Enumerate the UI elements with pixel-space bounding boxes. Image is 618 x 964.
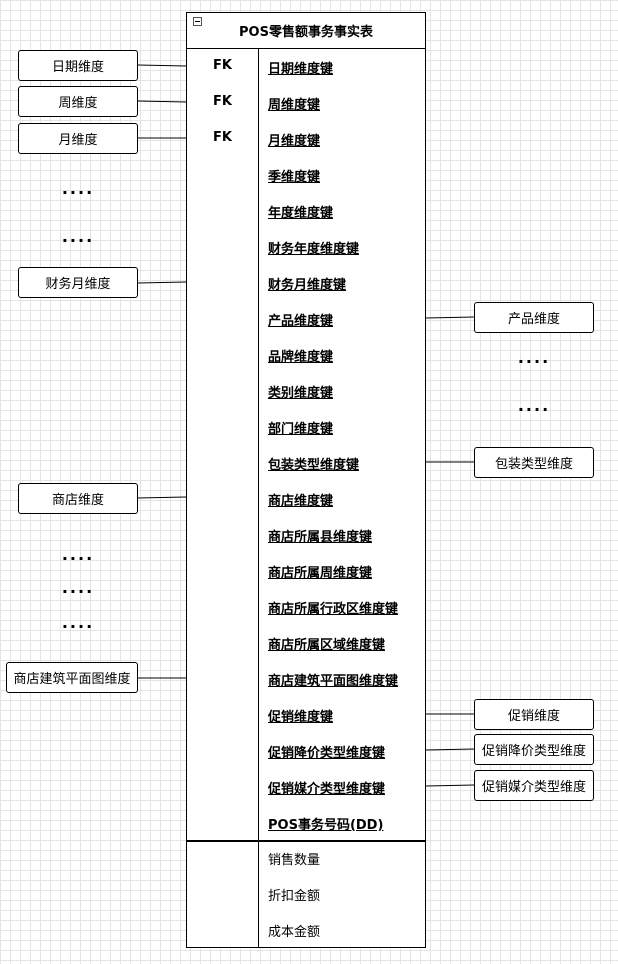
promotion-dimension-box[interactable]: 促销维度 (474, 699, 594, 730)
key-field: 日期维度键 (268, 62, 334, 77)
fiscal-month-dimension-box[interactable]: 财务月维度 (18, 267, 138, 298)
key-field: 促销降价类型维度键 (268, 746, 386, 761)
fk-marker-month: FK (213, 130, 232, 145)
key-field: 财务月维度键 (268, 278, 347, 293)
ellipsis-left-2: ···· (61, 231, 95, 250)
ellipsis-left-3: ···· (61, 549, 95, 568)
key-field: 年度维度键 (268, 206, 334, 221)
ellipsis-right-2: ···· (517, 400, 551, 419)
package-type-dimension-box[interactable]: 包装类型维度 (474, 447, 594, 478)
promo-reduction-dimension-box[interactable]: 促销降价类型维度 (474, 734, 594, 765)
key-field: 商店所属行政区维度键 (268, 602, 399, 617)
ellipsis-left-5: ···· (61, 617, 95, 636)
key-field: POS事务号码(DD) (268, 818, 384, 833)
key-field: 财务年度维度键 (268, 242, 360, 257)
key-field: 品牌维度键 (268, 350, 334, 365)
store-floorplan-dimension-box[interactable]: 商店建筑平面图维度 (6, 662, 138, 693)
fact-table-title: POS零售额事务事实表 (187, 13, 425, 49)
month-dimension-box[interactable]: 月维度 (18, 123, 138, 154)
key-field: 商店维度键 (268, 494, 334, 509)
week-dimension-box[interactable]: 周维度 (18, 86, 138, 117)
key-field: 促销媒介类型维度键 (268, 782, 386, 797)
fk-marker-date: FK (213, 58, 232, 73)
product-dimension-box[interactable]: 产品维度 (474, 302, 594, 333)
store-dimension-box[interactable]: 商店维度 (18, 483, 138, 514)
date-dimension-label: 日期维度 (51, 60, 104, 75)
measure-field: 折扣金额 (268, 889, 321, 904)
month-dimension-label: 月维度 (58, 133, 98, 148)
measure-field: 成本金额 (268, 925, 321, 940)
key-field: 月维度键 (268, 134, 321, 149)
store-floorplan-dimension-label: 商店建筑平面图维度 (13, 672, 131, 687)
key-field: 商店所属区域维度键 (268, 638, 386, 653)
fk-marker-week: FK (213, 94, 232, 109)
key-field: 部门维度键 (268, 422, 334, 437)
key-field: 周维度键 (268, 98, 321, 113)
week-dimension-label: 周维度 (58, 96, 98, 111)
measure-field: 销售数量 (268, 853, 321, 868)
fact-table-entity[interactable]: POS零售额事务事实表 FK FK FK 日期维度键 周维度键 月维度键 季维度… (186, 12, 426, 948)
promotion-dimension-label: 促销维度 (507, 709, 560, 724)
date-dimension-box[interactable]: 日期维度 (18, 50, 138, 81)
promo-reduction-dimension-label: 促销降价类型维度 (481, 744, 586, 759)
promo-media-dimension-box[interactable]: 促销媒介类型维度 (474, 770, 594, 801)
fiscal-month-dimension-label: 财务月维度 (45, 277, 111, 292)
key-field: 包装类型维度键 (268, 458, 360, 473)
key-field: 季维度键 (268, 170, 321, 185)
key-field: 商店所属县维度键 (268, 530, 373, 545)
ellipsis-right-1: ···· (517, 352, 551, 371)
key-field: 商店建筑平面图维度键 (268, 674, 399, 689)
key-field: 促销维度键 (268, 710, 334, 725)
key-field: 类别维度键 (268, 386, 334, 401)
key-field: 产品维度键 (268, 314, 334, 329)
ellipsis-left-1: ···· (61, 183, 95, 202)
package-type-dimension-label: 包装类型维度 (494, 457, 573, 472)
promo-media-dimension-label: 促销媒介类型维度 (481, 780, 586, 795)
collapse-icon[interactable] (193, 17, 202, 26)
ellipsis-left-4: ···· (61, 582, 95, 601)
store-dimension-label: 商店维度 (51, 493, 104, 508)
measures-divider (187, 840, 425, 842)
column-divider (258, 49, 259, 947)
product-dimension-label: 产品维度 (507, 312, 560, 327)
key-field: 商店所属周维度键 (268, 566, 373, 581)
